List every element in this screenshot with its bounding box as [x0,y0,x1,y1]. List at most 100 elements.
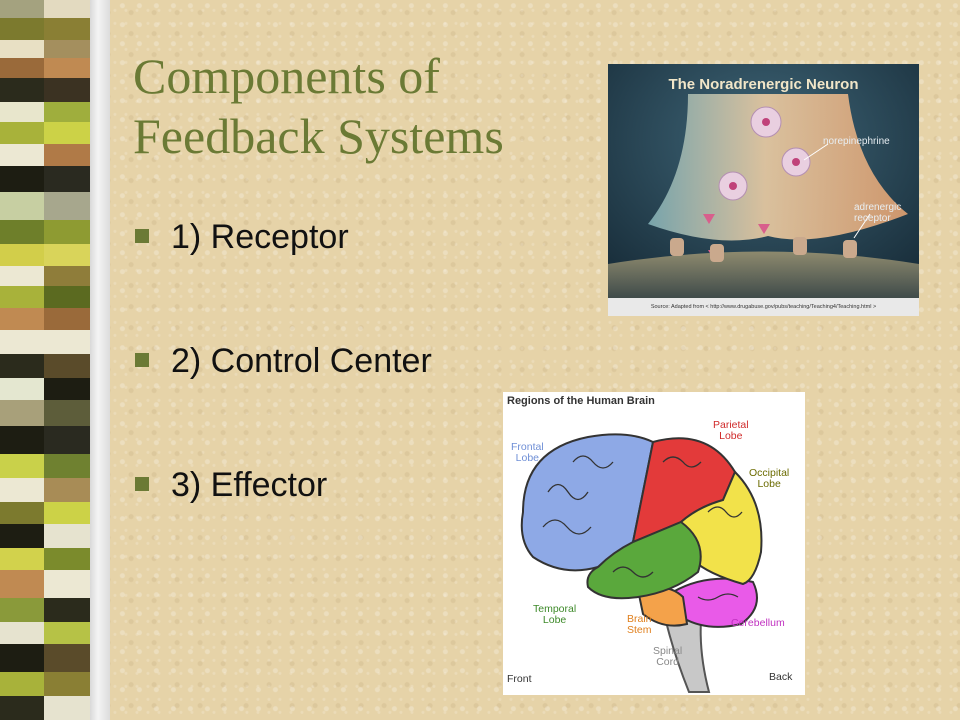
norepinephrine-label: norepinephrine [823,136,890,147]
frontal-label-line-2: Lobe [515,452,540,464]
occipital-label-line-2: Lobe [757,478,781,490]
stripe-block [44,426,90,454]
neuron-drawing [608,64,919,316]
stripe-block [0,502,44,524]
stripe-block [0,478,44,502]
stripe-block [44,570,90,598]
stripe-block [44,524,90,548]
frontal-label-line-1: Frontal [511,441,544,453]
stripe-block [44,378,90,400]
stripe-block [0,330,44,354]
bullet-text: 2) Control Center [171,342,432,380]
neuron-source-caption: Source: Adapted from < http://www.drugab… [608,298,919,316]
decorative-edge-bar [90,0,110,720]
stripe-block [44,144,90,166]
stripe-block [44,122,90,144]
stripe-block [44,354,90,378]
stripe-block [0,570,44,598]
slide-title: Components of Feedback Systems [133,46,603,166]
stripe-block [44,330,90,354]
stripe-block [44,502,90,524]
title-line-2: Feedback Systems [133,108,504,164]
neuron-illustration: The Noradrenergic Neuron norepinephrine … [608,64,919,316]
stripe-block [0,672,44,696]
stripe-block [44,40,90,58]
stripe-block [44,548,90,570]
brain-drawing [520,433,763,693]
stripe-block [0,400,44,426]
stripe-block [0,18,44,40]
square-bullet-icon [135,477,149,492]
stripe-block [44,0,90,18]
stripe-block [44,308,90,330]
stripe-block [0,192,44,220]
square-bullet-icon [135,353,149,368]
stripe-block [0,454,44,478]
stripe-block [0,622,44,644]
cerebellum-label: Cerebellum [731,617,785,629]
stripe-block [0,378,44,400]
stripe-block [44,622,90,644]
stripe-block [0,40,44,58]
stripe-block [44,18,90,40]
stripe-block [44,192,90,220]
stripe-block [44,672,90,696]
spinal-label-line-1: Spinal [653,645,683,657]
stripe-block [44,286,90,308]
title-line-1: Components of [133,48,440,104]
back-label: Back [769,671,793,683]
spinal-label-line-2: Cord [656,656,679,668]
stripe-block [44,598,90,622]
parietal-label-line-2: Lobe [719,430,743,442]
stripe-block [44,58,90,78]
bullet-item-effector: 3) Effector [135,466,327,505]
stripe-block [44,400,90,426]
stripe-block [44,166,90,192]
bullet-text: 3) Effector [171,466,328,504]
stripe-block [0,286,44,308]
stripe-block [0,244,44,266]
stripe-block [0,78,44,102]
stripe-block [0,426,44,454]
stripe-block [0,166,44,192]
bullet-item-receptor: 1) Receptor [135,218,349,257]
temporal-label-line-1: Temporal [533,603,577,615]
stripe-block [0,122,44,144]
stripe-block [0,144,44,166]
bullet-text: 1) Receptor [171,218,349,256]
square-bullet-icon [135,229,149,244]
stripe-block [0,308,44,330]
stripe-block [0,354,44,378]
parietal-label-line-1: Parietal [713,419,749,431]
stripe-block [0,644,44,672]
brainstem-label-line-1: Brain [627,613,652,625]
front-label: Front [507,673,532,685]
stripe-block [44,102,90,122]
stripe-block [0,102,44,122]
stripe-block [44,244,90,266]
stripe-block [0,598,44,622]
stripe-block [0,548,44,570]
stripe-block [0,696,44,720]
stripe-block [44,696,90,720]
receptor-label-line-2: receptor [854,213,891,224]
stripe-block [44,644,90,672]
stripe-block [0,220,44,244]
occipital-label-line-1: Occipital [749,467,790,479]
stripe-block [44,478,90,502]
stripe-block [0,0,44,18]
stripe-block [0,524,44,548]
brainstem-label-line-2: Stem [627,624,652,636]
stripe-block [44,78,90,102]
stripe-block [44,266,90,286]
stripe-block [44,220,90,244]
brain-figure-title: Regions of the Human Brain [507,395,655,407]
neuron-figure-title: The Noradrenergic Neuron [668,76,859,93]
